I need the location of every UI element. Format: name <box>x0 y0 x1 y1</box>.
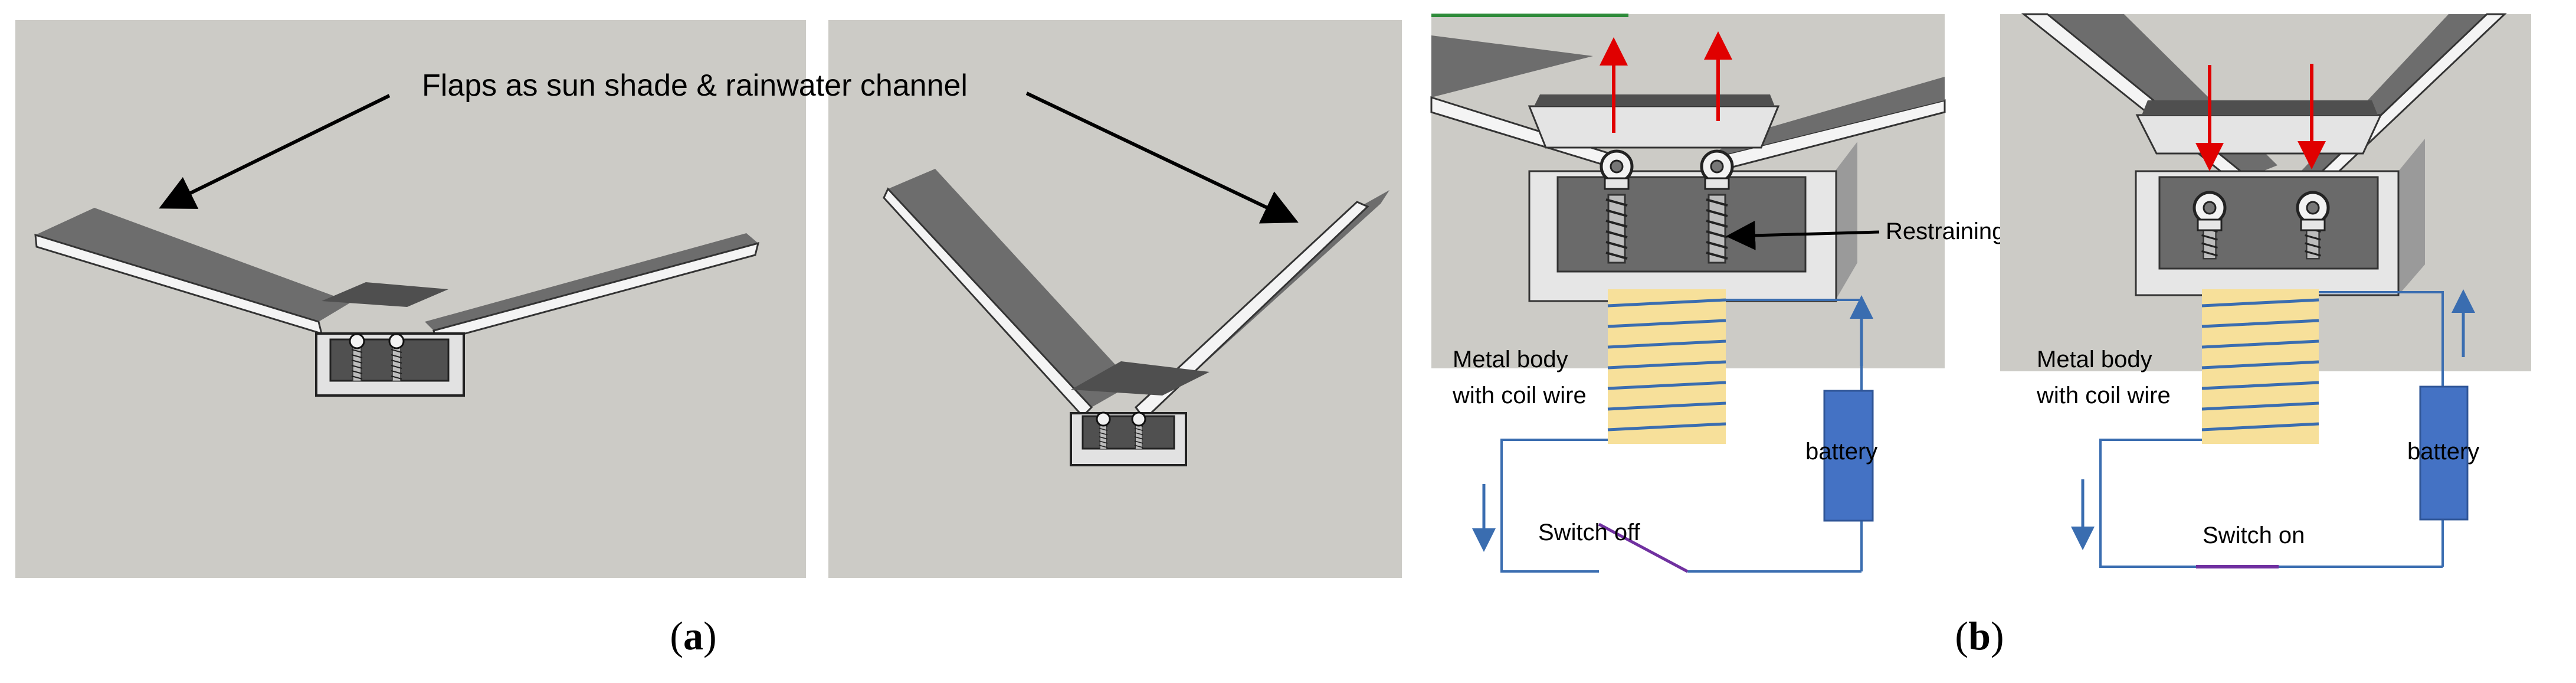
caption-a: (a) <box>670 613 716 658</box>
circuit-switch-off: Metal body with coil wire battery Switch… <box>1430 14 1946 573</box>
battery-label: battery <box>2407 439 2479 465</box>
body-label-line2: with coil wire <box>2036 383 2171 409</box>
panel-b: Metal body with coil wire battery Switch… <box>1430 13 2531 658</box>
switch-label: Switch on <box>2203 522 2305 548</box>
annotation-arrow-right <box>1025 91 1299 224</box>
body-label-line1: Metal body <box>2037 347 2152 372</box>
flaps-raised-illustration <box>828 20 1402 578</box>
circuit-switch-on: Metal body with coil wire battery Switch… <box>2000 13 2531 568</box>
open-switch <box>1598 522 1689 573</box>
annotation-arrow-left <box>159 94 391 209</box>
caption-b: (b) <box>1955 613 2004 658</box>
coil-body <box>1607 289 1726 444</box>
spring-arrow-left <box>1726 220 1880 250</box>
panel-a: Flaps as sun shade & rainwater channel (… <box>15 20 1402 658</box>
flaps-open-illustration <box>15 20 806 578</box>
battery <box>2419 385 2469 521</box>
coil-body <box>2201 289 2319 444</box>
body-label-line2: with coil wire <box>1452 383 1587 409</box>
flaps-annotation: Flaps as sun shade & rainwater channel <box>422 68 968 103</box>
body-label-line1: Metal body <box>1453 347 1568 372</box>
battery-label: battery <box>1805 439 1877 465</box>
battery <box>1823 390 1874 522</box>
switch-label: Switch off <box>1538 519 1641 545</box>
